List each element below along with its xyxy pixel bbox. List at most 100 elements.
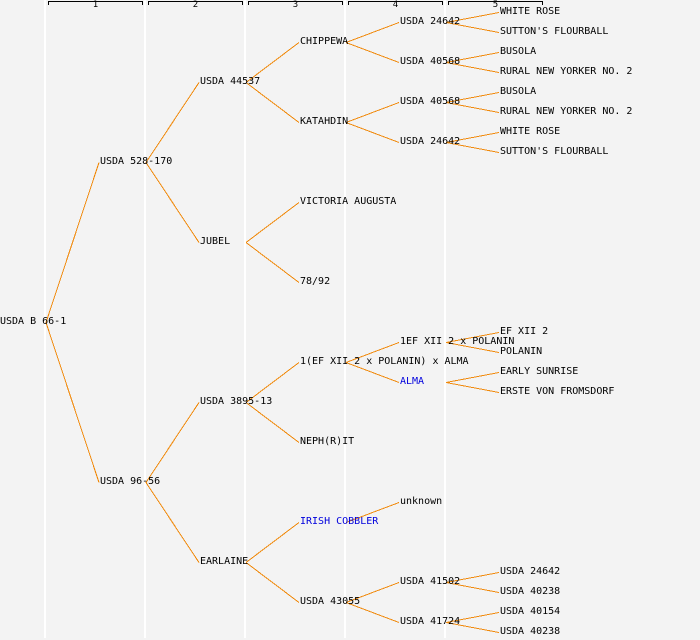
- connector-line: [345, 122, 400, 143]
- column-separator: [44, 0, 46, 638]
- column-separator: [344, 0, 346, 638]
- pedigree-node[interactable]: WHITE ROSE: [500, 126, 561, 137]
- pedigree-node[interactable]: USDA 40568: [400, 56, 461, 67]
- pedigree-node[interactable]: JUBEL: [200, 236, 231, 247]
- pedigree-node[interactable]: ALMA: [400, 376, 425, 387]
- connector-line: [345, 582, 400, 603]
- generation-header-1: 1: [48, 0, 143, 12]
- header-bracket: [248, 1, 343, 5]
- pedigree-node[interactable]: USDA 41724: [400, 616, 461, 627]
- pedigree-node[interactable]: SUTTON'S FLOURBALL: [500, 146, 609, 157]
- pedigree-node[interactable]: USDA 24642: [400, 16, 461, 27]
- pedigree-node[interactable]: USDA 24642: [500, 566, 561, 577]
- pedigree-node[interactable]: USDA 40568: [400, 96, 461, 107]
- generation-number: 4: [392, 0, 399, 10]
- column-separator: [444, 0, 446, 638]
- connector-line: [245, 242, 300, 283]
- connector-line: [445, 622, 500, 633]
- pedigree-node[interactable]: VICTORIA AUGUSTA: [300, 196, 397, 207]
- pedigree-node[interactable]: BUSOLA: [500, 46, 537, 57]
- root-node[interactable]: USDA B 66-1: [0, 316, 67, 327]
- connector-line: [445, 22, 500, 33]
- connector-line: [445, 52, 500, 63]
- connector-line: [245, 42, 300, 83]
- connector-line: [445, 572, 500, 583]
- connector-line: [145, 482, 200, 563]
- connector-line: [445, 382, 500, 393]
- connector-line: [345, 502, 400, 523]
- connector-line: [245, 82, 300, 123]
- pedigree-node[interactable]: USDA 528-170: [100, 156, 173, 167]
- connector-line: [445, 102, 500, 113]
- column-separator: [244, 0, 246, 638]
- connector-line: [145, 82, 200, 163]
- pedigree-node[interactable]: POLANIN: [500, 346, 543, 357]
- pedigree-node[interactable]: NEPH(R)IT: [300, 436, 355, 447]
- pedigree-node[interactable]: USDA 44537: [200, 76, 261, 87]
- connector-line: [445, 92, 500, 103]
- pedigree-node[interactable]: USDA 3895-13: [200, 396, 273, 407]
- pedigree-node[interactable]: 78/92: [300, 276, 331, 287]
- connector-line: [445, 332, 500, 343]
- pedigree-node[interactable]: unknown: [400, 496, 443, 507]
- pedigree-node[interactable]: RURAL NEW YORKER NO. 2: [500, 66, 633, 77]
- generation-header-2: 2: [148, 0, 243, 12]
- generation-number: 3: [292, 0, 299, 10]
- connector-line: [345, 22, 400, 43]
- connector-line: [445, 372, 500, 383]
- connector-line: [345, 602, 400, 623]
- pedigree-node[interactable]: USDA 40154: [500, 606, 561, 617]
- pedigree-node[interactable]: USDA 41502: [400, 576, 461, 587]
- pedigree-node[interactable]: IRISH COBBLER: [300, 516, 379, 527]
- connector-line: [445, 12, 500, 23]
- pedigree-node[interactable]: USDA 24642: [400, 136, 461, 147]
- connector-line: [245, 522, 300, 563]
- pedigree-node[interactable]: EARLY SUNRISE: [500, 366, 579, 377]
- pedigree-node[interactable]: BUSOLA: [500, 86, 537, 97]
- pedigree-node[interactable]: USDA 40238: [500, 586, 561, 597]
- connector-line: [345, 102, 400, 123]
- connector-line: [445, 612, 500, 623]
- pedigree-node[interactable]: WHITE ROSE: [500, 6, 561, 17]
- generation-number: 1: [92, 0, 99, 10]
- header-bracket: [448, 1, 543, 5]
- pedigree-node[interactable]: SUTTON'S FLOURBALL: [500, 26, 609, 37]
- pedigree-node[interactable]: USDA 43055: [300, 596, 361, 607]
- pedigree-node[interactable]: 1EF XII 2 x POLANIN: [400, 336, 515, 347]
- pedigree-node[interactable]: KATAHDIN: [300, 116, 349, 127]
- header-bracket: [148, 1, 243, 5]
- pedigree-node[interactable]: 1(EF XII 2 x POLANIN) x ALMA: [300, 356, 469, 367]
- generation-header-3: 3: [248, 0, 343, 12]
- connector-line: [445, 62, 500, 73]
- generation-header-4: 4: [348, 0, 443, 12]
- header-bracket: [348, 1, 443, 5]
- connector-line: [345, 342, 400, 363]
- connector-line: [245, 362, 300, 403]
- connector-line: [145, 402, 200, 483]
- header-bracket: [48, 1, 143, 5]
- generation-header-5: 5: [448, 0, 543, 12]
- connector-line: [45, 322, 100, 483]
- connector-line: [445, 142, 500, 153]
- pedigree-node[interactable]: RURAL NEW YORKER NO. 2: [500, 106, 633, 117]
- generation-number: 2: [192, 0, 199, 10]
- connector-line: [445, 132, 500, 143]
- connector-line: [245, 202, 300, 243]
- pedigree-node[interactable]: EARLAINE: [200, 556, 249, 567]
- connector-line: [345, 42, 400, 63]
- connector-line: [145, 162, 200, 243]
- pedigree-node[interactable]: USDA 40238: [500, 626, 561, 637]
- pedigree-node[interactable]: CHIPPEWA: [300, 36, 349, 47]
- pedigree-node[interactable]: EF XII 2: [500, 326, 549, 337]
- pedigree-node[interactable]: ERSTE VON FROMSDORF: [500, 386, 615, 397]
- generation-number: 5: [492, 0, 499, 10]
- pedigree-node[interactable]: USDA 96-56: [100, 476, 161, 487]
- connector-line: [345, 362, 400, 383]
- column-separator: [144, 0, 146, 638]
- connector-line: [445, 582, 500, 593]
- connector-line: [445, 342, 500, 353]
- connector-line: [245, 562, 300, 603]
- connector-line: [45, 162, 100, 323]
